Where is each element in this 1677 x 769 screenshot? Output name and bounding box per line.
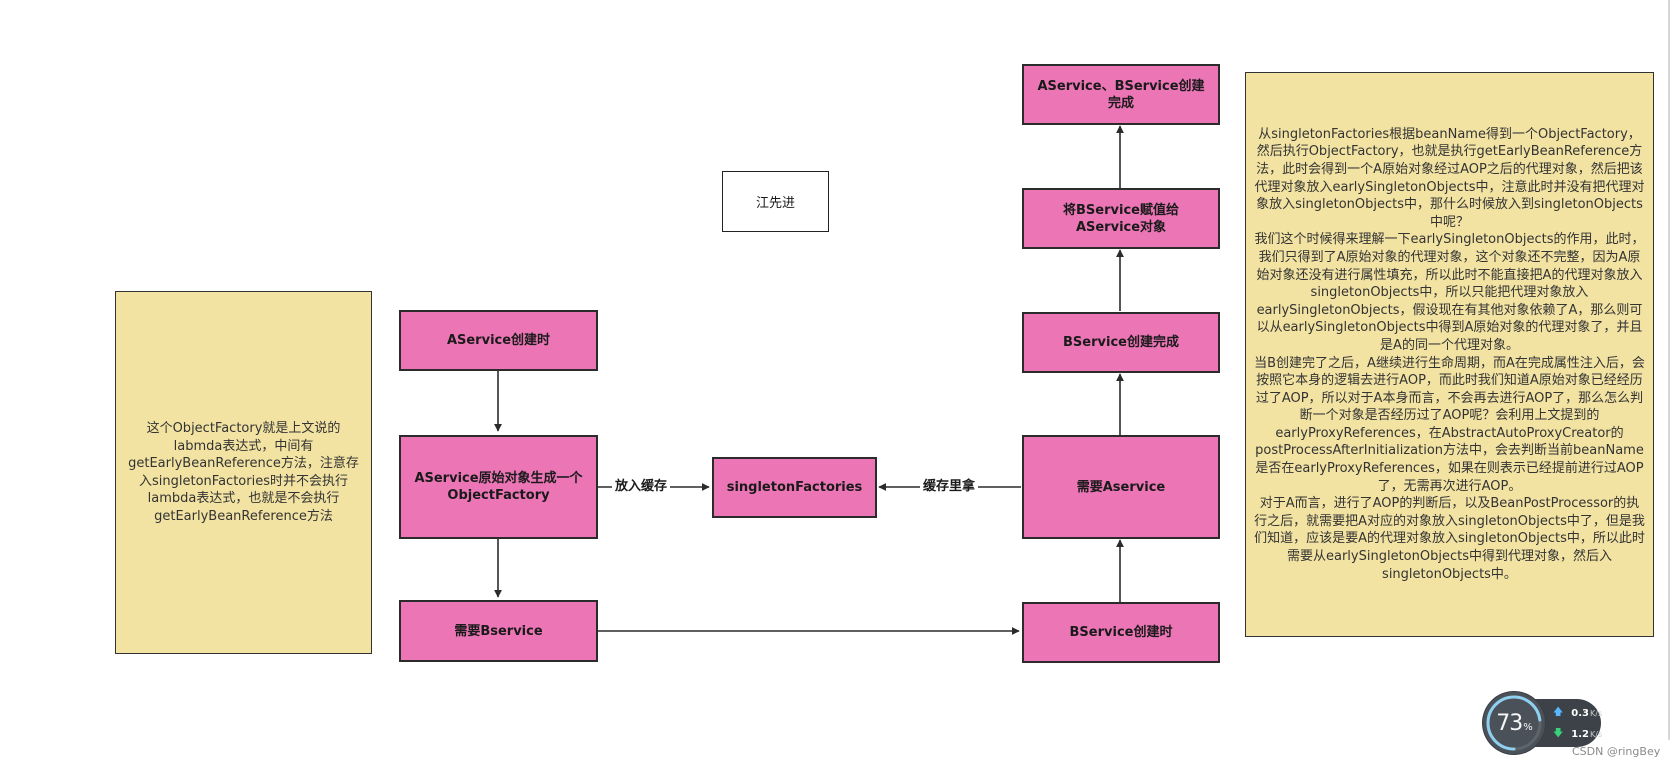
left-note-text: 这个ObjectFactory就是上文说的labmda表达式，中间有getEar… — [128, 421, 359, 524]
upload-speed-unit: K/s — [1590, 708, 1603, 718]
download-speed-value: 1.2 — [1571, 728, 1589, 740]
gauge-ring-icon — [1486, 695, 1542, 751]
node-bservice-done-label: BService创建完成 — [1063, 335, 1179, 350]
right-note-paragraph: 从singletonFactories根据beanName得到一个ObjectF… — [1254, 126, 1645, 230]
edge-label-take-cache: 缓存里拿 — [920, 479, 979, 495]
download-arrow-icon: 🡇 — [1553, 727, 1564, 739]
node-bservice-done: BService创建完成 — [1022, 312, 1220, 373]
right-note-paragraph: 我们这个时候得来理解一下earlySingletonObjects的作用，此时，… — [1254, 232, 1645, 353]
network-speed-widget[interactable]: 🡅 0.3 K/s 🡇 1.2 K/s 73% — [1483, 692, 1602, 754]
node-top-note: 江先进 — [722, 171, 829, 232]
node-assign-b-to-a-label: 将BService赋值给AService对象 — [1063, 202, 1179, 235]
node-ab-done: AService、BService创建完成 — [1022, 64, 1220, 125]
node-aservice-raw-factory: AService原始对象生成一个ObjectFactory — [399, 435, 598, 539]
left-note: 这个ObjectFactory就是上文说的labmda表达式，中间有getEar… — [115, 291, 372, 654]
node-need-aservice: 需要Aservice — [1022, 435, 1220, 539]
gauge-percent: 73 — [1496, 710, 1523, 736]
node-bservice-create-label: BService创建时 — [1069, 625, 1173, 640]
node-aservice-raw-factory-label: AService原始对象生成一个ObjectFactory — [414, 471, 583, 503]
right-note-body: 从singletonFactories根据beanName得到一个ObjectF… — [1254, 126, 1645, 583]
node-singleton-factories-label: singletonFactories — [726, 480, 863, 495]
upload-speed: 🡅 0.3 K/s — [1553, 703, 1602, 723]
right-note-paragraph: 对于A而言，进行了AOP的判断后，以及BeanPostProcessor的执行之… — [1254, 496, 1645, 582]
upload-speed-value: 0.3 — [1571, 707, 1589, 719]
csdn-watermark: CSDN @ringBey — [1572, 745, 1661, 758]
right-note: 从singletonFactories根据beanName得到一个ObjectF… — [1245, 72, 1654, 637]
gauge-percent-unit: % — [1523, 721, 1532, 733]
node-need-aservice-label: 需要Aservice — [1076, 479, 1166, 495]
node-need-bservice: 需要Bservice — [399, 600, 598, 662]
download-speed: 🡇 1.2 K/s — [1553, 724, 1602, 744]
node-need-bservice-label: 需要Bservice — [454, 623, 543, 639]
node-ab-done-label: AService、BService创建完成 — [1037, 78, 1205, 111]
node-assign-b-to-a: 将BService赋值给AService对象 — [1022, 188, 1220, 249]
edge-label-put-cache: 放入缓存 — [612, 479, 671, 495]
memory-gauge[interactable]: 73% — [1483, 692, 1545, 754]
node-singleton-factories: singletonFactories — [712, 457, 877, 518]
right-note-paragraph: 当B创建完了之后，A继续进行生命周期，而A在完成属性注入后，会按照它本身的逻辑去… — [1254, 355, 1645, 494]
node-aservice-create-label: AService创建时 — [446, 333, 551, 348]
node-top-note-label: 江先进 — [755, 196, 795, 211]
download-speed-unit: K/s — [1590, 729, 1603, 739]
scrollbar-track[interactable] — [1668, 0, 1670, 740]
node-bservice-create: BService创建时 — [1022, 602, 1220, 663]
upload-arrow-icon: 🡅 — [1553, 706, 1564, 718]
node-aservice-create: AService创建时 — [399, 310, 598, 371]
